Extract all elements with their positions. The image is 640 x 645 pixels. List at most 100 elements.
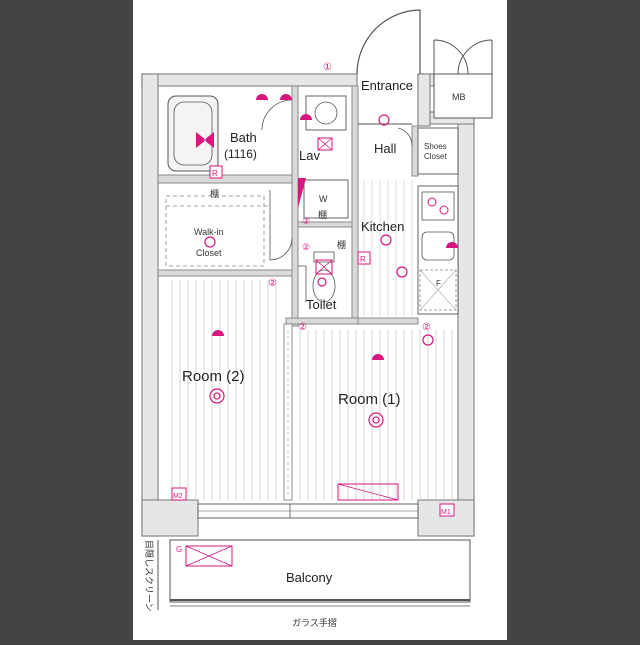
interior-walls [157,85,419,327]
wall-kitchen-bottom [357,317,419,325]
toilet-tank [313,251,335,263]
outlet-icon [446,242,458,248]
outlets [212,94,458,360]
wall-entrance-right [417,73,431,127]
wall-top-left [141,73,358,87]
outlet-icon [300,114,312,120]
entrance-door[interactable] [356,9,421,75]
washer-pan [303,179,349,219]
wall-left [141,73,159,537]
lav-label: Lav [299,148,320,163]
wall-shoes-left [411,125,419,177]
shelf-label-2: 棚 [318,209,327,220]
bathtub-inner [173,101,213,166]
ceiling-light-icon-inner [213,392,221,400]
mb-door-right [457,39,493,75]
walk-in-label-1: Walk-in [194,227,224,237]
outlet-icon [372,354,384,360]
tag-m2: M2 [173,493,183,500]
lav-fan-cross [317,137,333,151]
wall-bath-right [291,85,299,327]
circle-1: ① [323,62,332,73]
stove-burner-1 [427,197,437,207]
tag-m1-box [439,503,455,517]
wall-toilet-top [297,221,353,228]
glass-rail-label: ガラス手摺 [292,617,337,628]
circle-2c: ② [422,322,431,333]
bath-size-label: (1116) [224,147,257,161]
tag-r2: R [360,255,366,264]
toilet-fan-icon [315,259,333,275]
circle-2a: ② [268,278,277,289]
aircon-unit-cross [185,545,233,567]
balcony-area [169,539,471,603]
ceiling-lights [204,114,434,428]
entrance-label: Entrance [361,78,413,93]
privacy-screen-label: 目隠しスクリーン [144,540,155,612]
refrigerator-cross [419,269,457,311]
walk-in-closet-shelf [165,195,265,267]
mb-door-left [433,39,469,75]
ceiling-light-icon [378,114,390,126]
ceiling-light-icon [317,277,327,287]
lav-door-marker [298,178,306,208]
outlet-icon [280,94,292,100]
toilet-door[interactable] [298,265,307,302]
gas-stove-icon [421,191,455,221]
meter-tags [171,165,455,517]
lav-fan-icon [317,137,333,151]
room1-flooring [299,330,453,500]
ceiling-light-icon [368,412,384,428]
wall-bath-bottom [157,174,299,184]
kitchen-counter [417,185,459,315]
kitchen-flooring [363,180,413,316]
wall-bottom-left [141,499,199,537]
bath-label: Bath [230,130,257,145]
ceiling-light-icon [380,234,392,246]
washbasin [305,95,347,131]
room2-flooring [171,280,277,500]
toilet-label: Toilet [306,297,337,312]
room1-aircon-icon [337,483,399,501]
hall-door[interactable] [397,127,413,147]
room1-aircon-line [337,483,399,501]
shoes-closet-label-2: Closet [424,152,447,161]
room-divider-door[interactable] [283,323,293,501]
outlet-icon [256,94,268,100]
ceiling-light-icon [209,388,225,404]
bathtub [167,95,219,172]
tag-m1: M1 [441,509,451,516]
ceiling-light-icon-inner [372,416,380,424]
tag-r2-box [357,251,371,265]
circle-2d: ② [302,242,310,252]
wall-lav-right [351,85,359,325]
shoes-closet [417,127,459,175]
closet-door[interactable] [269,190,293,261]
room1-label: Room (1) [338,391,401,408]
tag-f: F [436,279,441,288]
tag-r1: R [212,169,218,178]
ceiling-light-icon [422,334,434,346]
outlet-icon [212,330,224,336]
mb-box [433,73,493,119]
ceiling-light-icon [204,236,216,248]
bathtub-icon [196,132,214,148]
circle-2b: ② [298,322,307,333]
outer-walls [141,73,475,537]
shelf-label-3: 棚 [337,239,346,250]
ceiling-light-icon [396,266,408,278]
tag-m2-box [171,487,187,501]
bath-door[interactable] [261,99,293,131]
balcony-label: Balcony [286,570,333,585]
hall-label: Hall [374,141,397,156]
shoes-closet-label-1: Shoes [424,142,447,151]
aircon-unit-icon [185,545,233,567]
tag-r1-box [209,165,223,179]
walk-in-label-2: Closet [196,248,222,258]
shelf-label-1: 棚 [210,188,219,199]
circle-2e: ② [302,216,310,226]
wall-right [457,119,475,537]
kitchen-label: Kitchen [361,219,404,234]
wall-toilet-bottom [285,317,359,325]
